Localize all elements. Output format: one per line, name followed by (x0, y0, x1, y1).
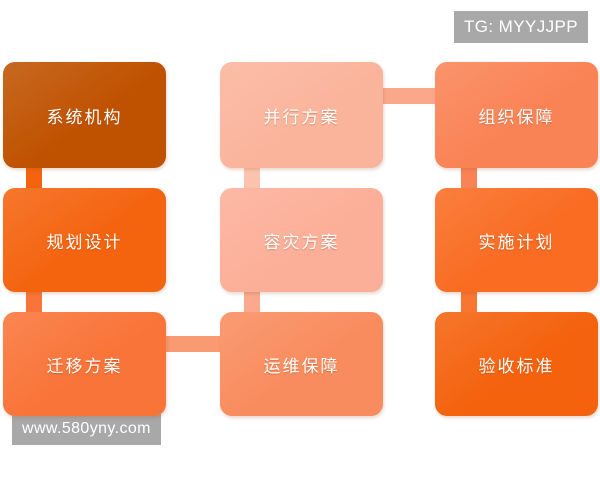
node-label: 实施计划 (478, 232, 555, 253)
connector-parallel-to-disaster (244, 160, 260, 196)
node-label: 组织保障 (478, 107, 555, 128)
node-parallel-plan[interactable]: 并行方案 (220, 62, 383, 168)
node-label: 规划设计 (46, 232, 123, 253)
node-label: 系统机构 (46, 107, 123, 128)
connector-systemorg-to-planning (26, 160, 42, 196)
watermark-bottom-left: www.580yny.com (12, 414, 161, 445)
node-acceptance-criteria[interactable]: 验收标准 (435, 312, 598, 416)
connector-migration-to-ops (162, 336, 224, 352)
node-label: 运维保障 (263, 356, 340, 377)
node-migration-plan[interactable]: 迁移方案 (3, 312, 166, 416)
connector-implplan-to-acceptance (461, 286, 477, 318)
node-label: 并行方案 (263, 107, 340, 128)
node-label: 容灾方案 (263, 232, 340, 253)
connector-parallel-to-orgsupport (378, 88, 440, 104)
node-label: 迁移方案 (46, 356, 123, 377)
node-disaster-recovery-plan[interactable]: 容灾方案 (220, 188, 383, 292)
node-system-organization[interactable]: 系统机构 (3, 62, 166, 168)
node-organizational-support[interactable]: 组织保障 (435, 62, 598, 168)
node-ops-maintenance-support[interactable]: 运维保障 (220, 312, 383, 416)
node-label: 验收标准 (478, 356, 555, 377)
watermark-top-right: TG: MYYJJPP (454, 11, 588, 43)
node-planning-design[interactable]: 规划设计 (3, 188, 166, 292)
connector-orgsupport-to-implplan (461, 160, 477, 196)
connector-planning-to-migration (26, 286, 42, 318)
node-implementation-plan[interactable]: 实施计划 (435, 188, 598, 292)
connector-disaster-to-ops (244, 286, 260, 318)
